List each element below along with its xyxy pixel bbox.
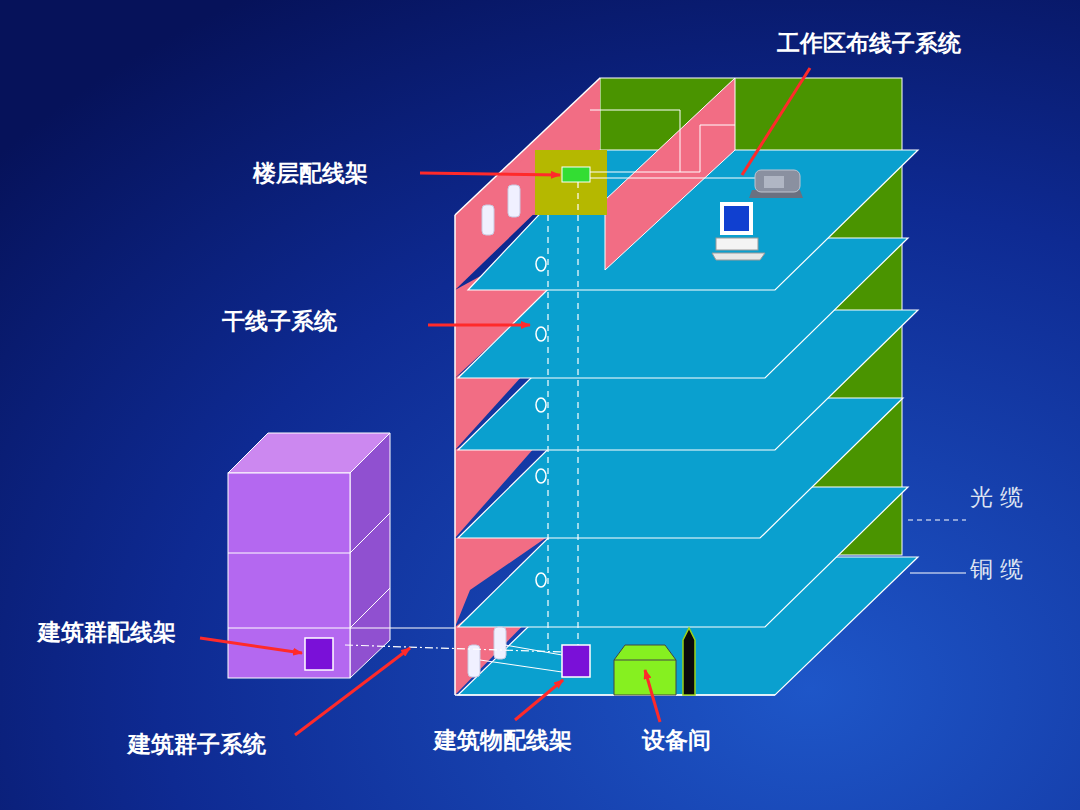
callout-label: 干线子系统: [222, 308, 337, 336]
legend-label: 铜 缆: [970, 556, 1023, 584]
legend-label: 光 缆: [970, 484, 1023, 512]
callout-label: 设备间: [642, 727, 711, 755]
callout-label: 工作区布线子系统: [777, 30, 961, 58]
callout-label: 建筑物配线架: [434, 727, 572, 755]
callout-label: 楼层配线架: [253, 160, 368, 188]
callout-label: 建筑群子系统: [128, 731, 266, 759]
callout-label: 建筑群配线架: [38, 619, 176, 647]
